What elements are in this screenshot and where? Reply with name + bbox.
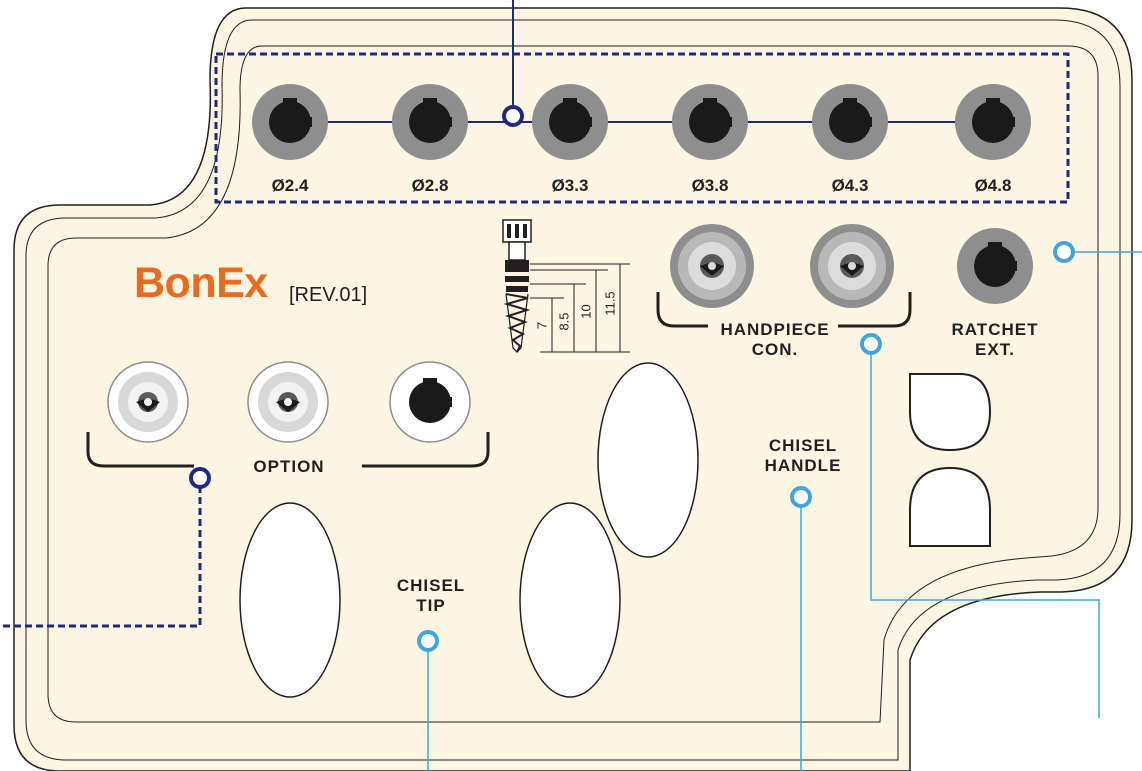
implant-dimension-label: 10	[578, 304, 594, 319]
drill-size-label: Ø3.8	[691, 176, 729, 195]
drill-socket-icon	[392, 84, 468, 160]
drill-size-label: Ø4.3	[831, 176, 869, 195]
drill-socket-icon	[532, 84, 608, 160]
handpiece-label: HANDPIECE CON.	[720, 320, 830, 360]
handpiece-socket-icon	[810, 224, 894, 308]
tray-outline-recess	[47, 45, 1099, 723]
option-callout-marker	[189, 467, 211, 489]
drill-sockets	[252, 84, 1031, 160]
tray-outline-inner	[25, 19, 1121, 761]
chisel-tip-well	[239, 502, 341, 698]
drill-size-label: Ø2.4	[271, 176, 309, 195]
option-socket-icon	[107, 361, 189, 443]
implant-dimension-label: 7	[534, 321, 550, 330]
ratchet-label: RATCHET EXT.	[951, 320, 1039, 360]
option-bracket	[86, 432, 490, 468]
implant-dimension-label: 11.5	[602, 291, 618, 316]
chisel-handle-well	[597, 362, 699, 558]
drill-socket-icon	[672, 84, 748, 160]
chisel-handle-callout-marker	[790, 486, 812, 508]
drill-group-box	[214, 52, 1070, 204]
handpiece-callout-marker	[860, 333, 882, 355]
option-callout-line	[0, 486, 202, 628]
chisel-handle-label: CHISEL HANDLE	[764, 436, 842, 476]
implant-icon	[502, 219, 532, 353]
option-label: OPTION	[253, 457, 325, 476]
drill-socket-icon	[252, 84, 328, 160]
chisel-well-lower	[519, 502, 621, 698]
handpiece-bracket	[656, 292, 912, 328]
option-socket-icon	[247, 361, 329, 443]
option-socket-icon	[389, 361, 471, 443]
ratchet-well-upper	[909, 373, 992, 452]
implant-dimension-lines	[530, 263, 630, 353]
implant-dimension-label: 8.5	[556, 312, 572, 331]
drill-socket-icon	[812, 84, 888, 160]
drill-callout-marker	[502, 105, 524, 127]
drill-size-label: Ø3.3	[551, 176, 589, 195]
ratchet-callout-marker	[1053, 241, 1075, 263]
revision-label: [REV.01]	[289, 284, 368, 306]
brand-logo: BonEx	[134, 259, 268, 307]
drill-size-label: Ø4.8	[974, 176, 1012, 195]
ratchet-socket-icon	[957, 228, 1033, 304]
drill-size-label: Ø2.8	[411, 176, 449, 195]
handpiece-callout-line	[870, 354, 1100, 718]
drill-socket-icon	[955, 84, 1031, 160]
chisel-tip-label: CHISEL TIP	[396, 576, 466, 616]
ratchet-well-lower	[909, 466, 991, 547]
handpiece-socket-icon	[670, 224, 754, 308]
chisel-tip-callout-marker	[417, 630, 439, 652]
